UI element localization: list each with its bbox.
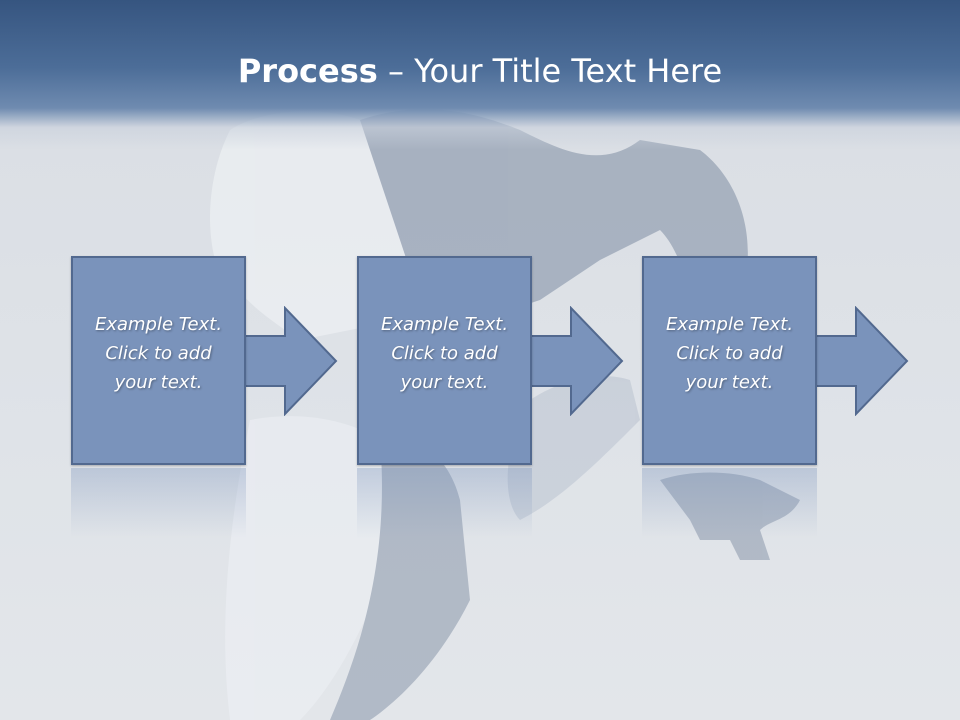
- process-step-1[interactable]: Example Text. Click to add your text.: [71, 256, 246, 465]
- step-3-arrow: [813, 306, 909, 416]
- step-1-reflection: [71, 468, 246, 538]
- process-step-3[interactable]: Example Text. Click to add your text.: [642, 256, 817, 465]
- step-2-text: Example Text. Click to add your text.: [359, 310, 530, 397]
- step-3-text: Example Text. Click to add your text.: [644, 310, 815, 397]
- step-1-text: Example Text. Click to add your text.: [73, 310, 244, 397]
- step-1-arrow: [242, 306, 338, 416]
- step-2-line-1: Example Text.: [380, 314, 509, 335]
- step-1-line-3: your text.: [114, 372, 203, 393]
- step-1-line-1: Example Text.: [94, 314, 223, 335]
- step-1-line-2: Click to add: [105, 343, 212, 364]
- slide-title[interactable]: Process – Your Title Text Here: [0, 52, 960, 90]
- title-bold: Process: [237, 52, 378, 90]
- process-step-2[interactable]: Example Text. Click to add your text.: [357, 256, 532, 465]
- step-3-line-2: Click to add: [676, 343, 783, 364]
- title-rest: – Your Title Text Here: [377, 52, 723, 90]
- step-2-line-2: Click to add: [391, 343, 498, 364]
- step-3-line-1: Example Text.: [665, 314, 794, 335]
- title-band: [0, 0, 960, 150]
- step-3-line-3: your text.: [685, 372, 774, 393]
- step-2-reflection: [357, 468, 532, 538]
- step-2-line-3: your text.: [400, 372, 489, 393]
- step-3-reflection: [642, 468, 817, 538]
- step-2-arrow: [528, 306, 624, 416]
